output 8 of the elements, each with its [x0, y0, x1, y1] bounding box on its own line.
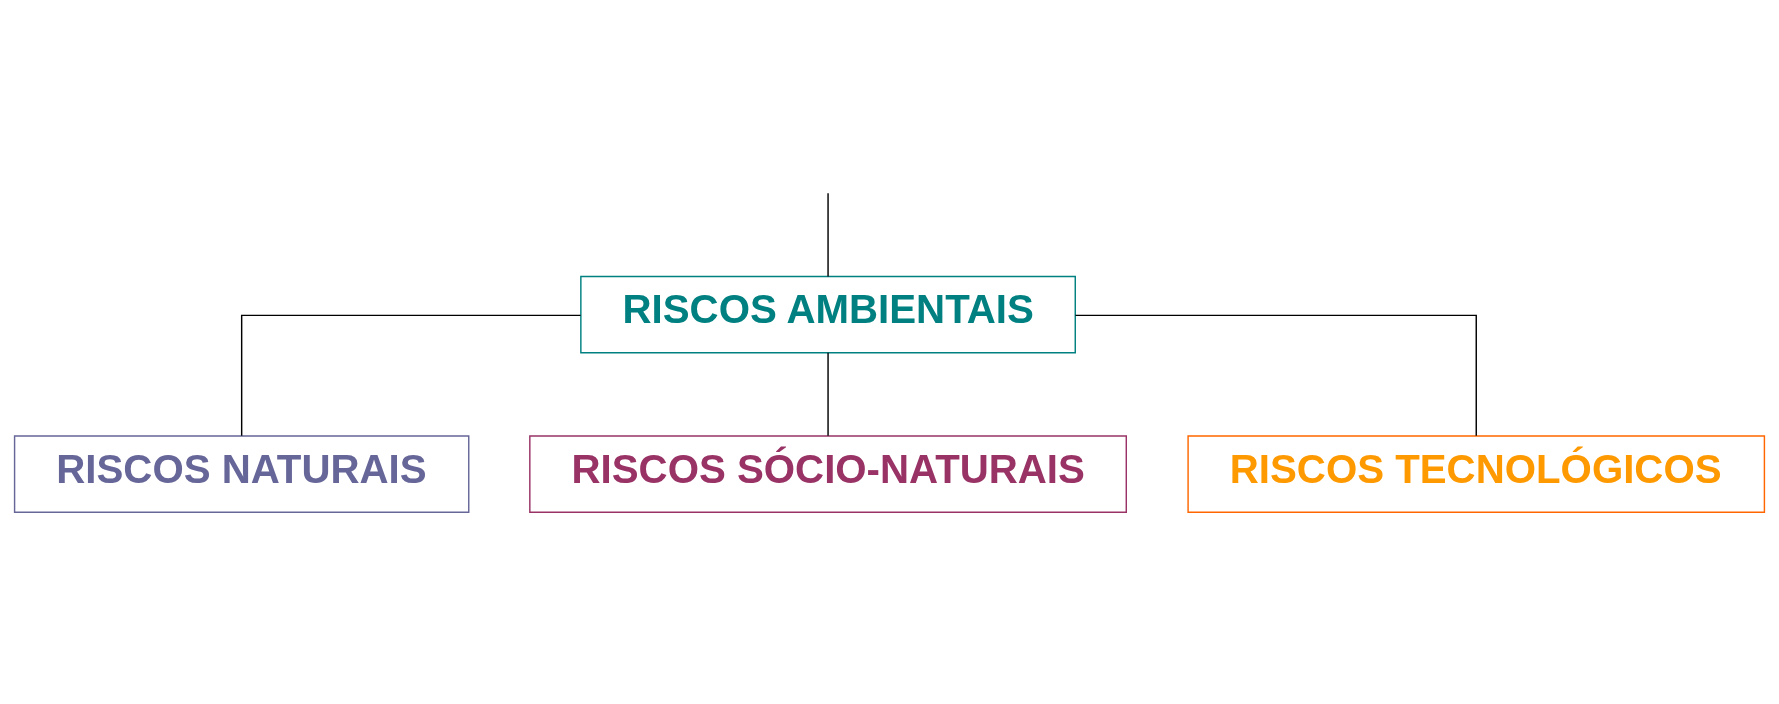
connector — [1074, 314, 1477, 437]
node-box: RISCOS NATURAIS — [13, 435, 470, 513]
connector — [240, 314, 582, 437]
connector — [827, 352, 829, 437]
node-box: RISCOS TECNOLÓGICOS — [1187, 435, 1766, 513]
node-box: RISCOS SÓCIO-NATURAIS — [529, 435, 1127, 513]
node-box: RISCOS AMBIENTAIS — [580, 275, 1076, 354]
connector — [827, 192, 829, 278]
